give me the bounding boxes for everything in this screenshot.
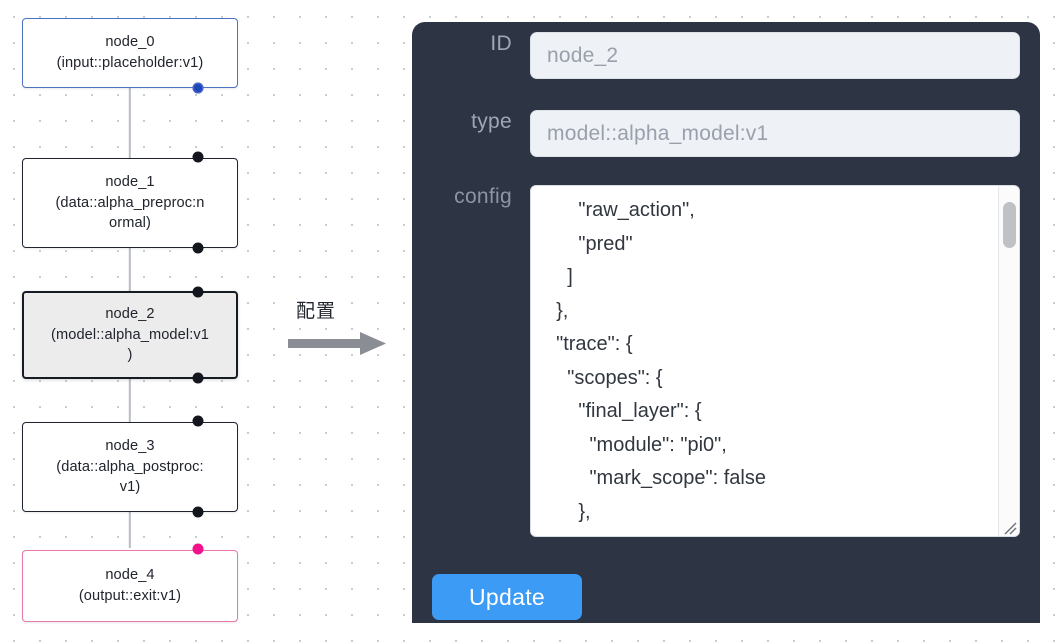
node-subtitle: (input::placeholder:v1)	[56, 55, 204, 71]
id-input[interactable]: node_2	[530, 32, 1020, 79]
edge-node1-node2	[128, 247, 132, 293]
node_2-target-handle[interactable]	[192, 286, 204, 298]
edge-node0-node1	[128, 86, 132, 158]
field-row-type: type model::alpha_model:v1	[412, 110, 1040, 157]
node-subtitle: (data::alpha_preproc:n	[55, 194, 205, 211]
graph-node-node_1[interactable]: node_1 (data::alpha_preproc:n ormal)	[22, 158, 238, 248]
type-input[interactable]: model::alpha_model:v1	[530, 110, 1020, 157]
node-config-panel: ID node_2 type model::alpha_model:v1 con…	[412, 22, 1040, 623]
field-row-id: ID node_2	[412, 32, 1040, 79]
graph-node-node_2[interactable]: node_2 (model::alpha_model:v1 )	[22, 291, 238, 379]
node-subtitle-cont: )	[127, 347, 133, 364]
config-scrollbar-thumb[interactable]	[1003, 202, 1016, 248]
arrow-label: 配置	[296, 300, 337, 322]
node-title: node_2	[105, 305, 155, 322]
node_2-source-handle[interactable]	[192, 372, 204, 384]
update-button[interactable]: Update	[432, 574, 582, 620]
node-graph-canvas[interactable]: node_0 (input::placeholder:v1) node_1 (d…	[0, 0, 396, 643]
resize-grip-icon[interactable]	[1001, 519, 1017, 535]
config-scrollbar[interactable]	[998, 186, 1019, 536]
node-title: node_3	[105, 437, 155, 454]
graph-node-node_3[interactable]: node_3 (data::alpha_postproc: v1)	[22, 422, 238, 512]
node_3-source-handle[interactable]	[192, 506, 204, 518]
node-title: node_1	[105, 173, 155, 190]
graph-node-node_0[interactable]: node_0 (input::placeholder:v1)	[22, 18, 238, 88]
node-subtitle-cont: v1)	[119, 479, 141, 496]
edge-node3-node4	[128, 510, 132, 548]
edge-node2-node3	[128, 376, 132, 422]
graph-node-node_4[interactable]: node_4 (output::exit:v1)	[22, 550, 238, 622]
node-subtitle-cont: ormal)	[109, 215, 151, 232]
node_3-target-handle[interactable]	[192, 415, 204, 427]
config-textarea[interactable]: "raw_action", "pred" ] }, "trace": { "sc…	[530, 185, 1020, 537]
transition-arrow-group: 配置	[288, 296, 392, 368]
right-arrow-icon	[288, 332, 386, 355]
node-title: node_0	[105, 34, 155, 51]
config-field-label: config	[454, 185, 512, 208]
node-title: node_4	[105, 567, 155, 584]
node_4-target-handle[interactable]	[192, 543, 204, 555]
node_1-source-handle[interactable]	[192, 242, 204, 254]
node_0-source-handle[interactable]	[192, 82, 204, 94]
config-textarea-value[interactable]: "raw_action", "pred" ] }, "trace": { "sc…	[556, 199, 766, 536]
field-row-config: config "raw_action", "pred" ] }, "trace"…	[412, 185, 1040, 537]
node-subtitle: (output::exit:v1)	[78, 588, 182, 604]
type-field-label: type	[471, 110, 512, 133]
node-subtitle: (data::alpha_postproc:	[56, 458, 204, 475]
node-subtitle: (model::alpha_model:v1	[51, 326, 209, 343]
node_1-target-handle[interactable]	[192, 151, 204, 163]
id-field-label: ID	[490, 32, 512, 55]
